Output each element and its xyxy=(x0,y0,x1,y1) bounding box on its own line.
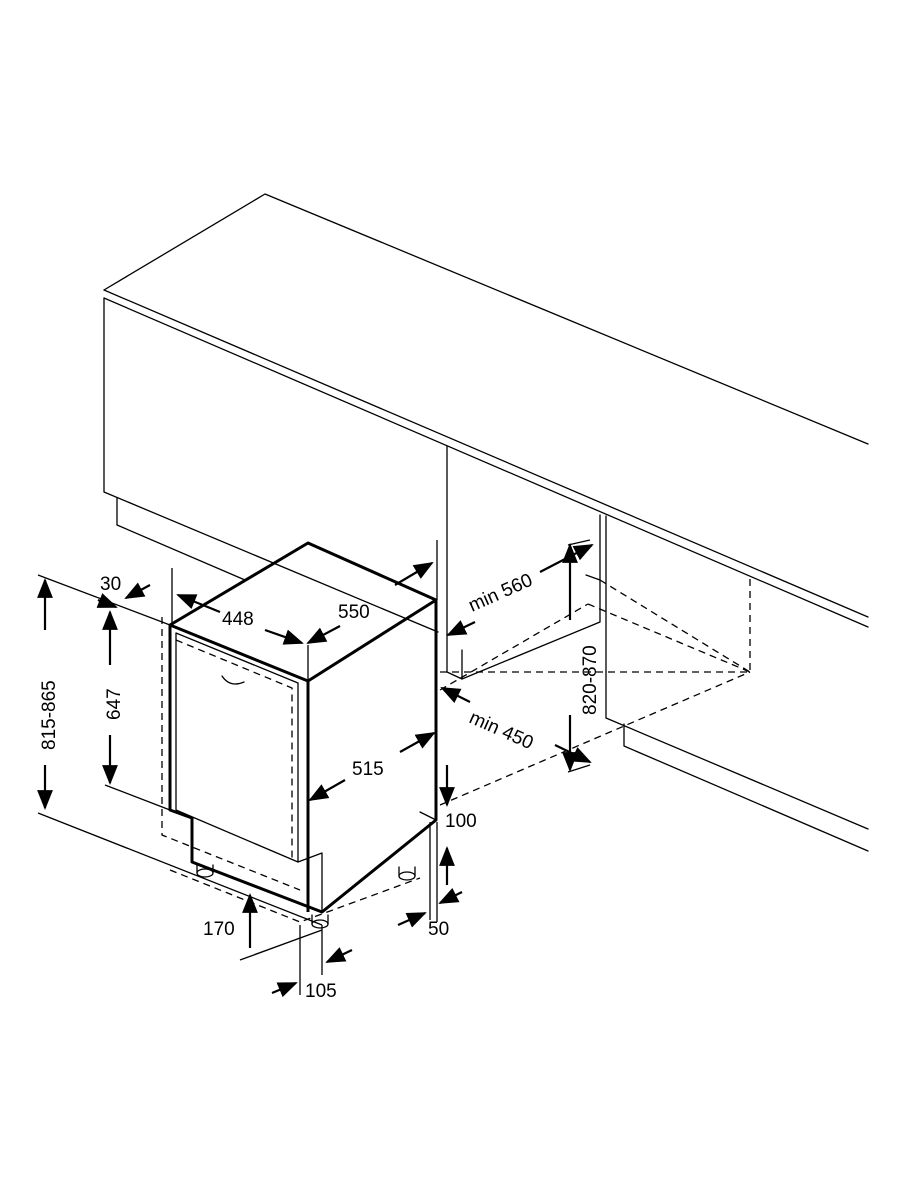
recess-outline xyxy=(161,575,751,923)
label-815-865: 815-865 xyxy=(39,680,60,750)
label-min450: min 450 xyxy=(466,707,536,754)
label-105: 105 xyxy=(305,981,337,1002)
label-50: 50 xyxy=(428,919,449,940)
label-550: 550 xyxy=(338,602,370,623)
dishwasher xyxy=(168,541,438,929)
label-min560: min 560 xyxy=(465,570,535,617)
label-170: 170 xyxy=(203,919,235,940)
dimension-labels: 30 448 550 min 560 815-865 647 820-870 m… xyxy=(39,570,601,1002)
kitchen-cabinets xyxy=(103,193,869,852)
label-30: 30 xyxy=(100,574,121,595)
label-820-870: 820-870 xyxy=(580,645,601,715)
label-647: 647 xyxy=(104,688,125,720)
dimension-lines xyxy=(37,539,594,998)
label-448: 448 xyxy=(222,609,254,630)
label-100: 100 xyxy=(445,811,477,832)
label-515: 515 xyxy=(352,759,384,780)
